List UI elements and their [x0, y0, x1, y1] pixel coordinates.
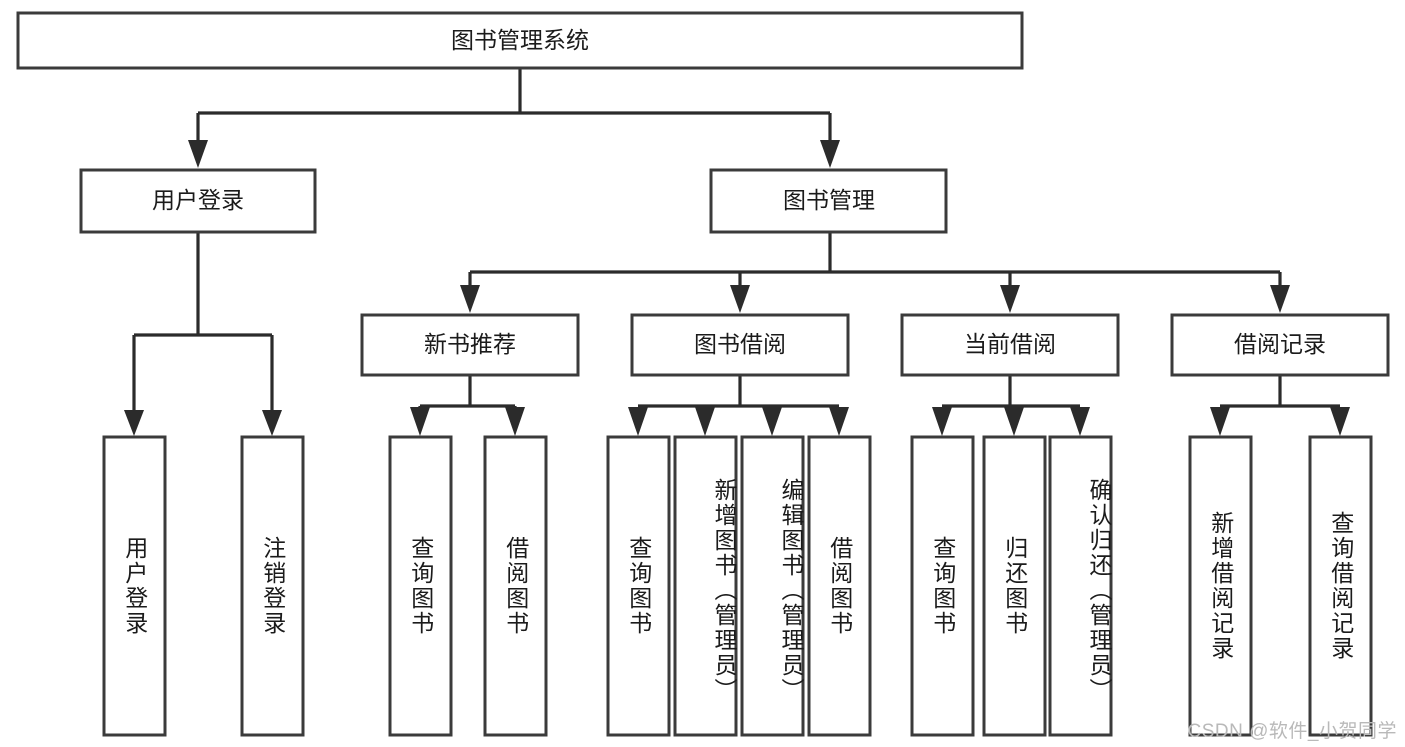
arrow-head-record-leaf-2 — [1330, 407, 1350, 436]
arrow-head-borrow-leaf-4 — [829, 407, 849, 436]
arrow-head-leaf-user-login — [124, 410, 144, 436]
arrow-head-new-book-rec — [460, 285, 480, 313]
leaf-box-query-book-borrow[interactable] — [606, 435, 671, 737]
connector-layer — [124, 68, 1350, 436]
watermark-text: CSDN @软件_小贺同学 — [1187, 721, 1397, 742]
node-user-login[interactable] — [79, 168, 317, 234]
leaf-box-confirm-return-admin[interactable] — [1048, 435, 1113, 737]
node-borrow-record-label: 借阅记录 — [1234, 331, 1326, 357]
node-root-system-label: 图书管理系统 — [451, 27, 589, 53]
node-layer: 图书管理系统 用户登录 图书管理 新书推荐 图书借阅 当前借阅 借阅记录 — [16, 11, 1390, 737]
arrow-head-current-leaf-1 — [932, 407, 952, 436]
arrow-head-leaf-logout — [262, 410, 282, 436]
leaf-box-logout[interactable] — [240, 435, 305, 737]
leaf-box-user-login[interactable] — [102, 435, 167, 737]
leaf-box-query-borrow-record[interactable] — [1308, 435, 1373, 737]
leaf-box-borrow-book[interactable] — [807, 435, 872, 737]
node-book-management[interactable] — [709, 168, 948, 234]
leaf-box-query-book-rec[interactable] — [388, 435, 453, 737]
arrow-head-borrow-leaf-3 — [762, 407, 782, 436]
leaf-box-edit-book-admin[interactable] — [740, 435, 805, 737]
arrow-head-user-login — [188, 140, 208, 168]
leaf-box-return-book[interactable] — [982, 435, 1047, 737]
node-current-borrow[interactable] — [900, 313, 1120, 377]
leaf-box-query-book-current[interactable] — [910, 435, 975, 737]
arrow-head-borrow-record — [1270, 285, 1290, 313]
arrow-head-book-borrow — [730, 285, 750, 313]
node-borrow-record[interactable] — [1170, 313, 1390, 377]
arrow-head-newbook-leaf-1 — [410, 407, 430, 436]
leaf-box-borrow-book-rec[interactable] — [483, 435, 548, 737]
node-current-borrow-label: 当前借阅 — [964, 331, 1056, 357]
arrow-head-record-leaf-1 — [1210, 407, 1230, 436]
arrow-head-current-leaf-2 — [1004, 407, 1024, 436]
node-book-borrow-label: 图书借阅 — [694, 331, 786, 357]
arrow-head-borrow-leaf-2 — [695, 407, 715, 436]
node-book-management-label: 图书管理 — [783, 187, 875, 213]
arrow-head-book-mgmt — [820, 140, 840, 168]
arrow-head-newbook-leaf-2 — [505, 407, 525, 436]
arrow-head-current-borrow — [1000, 285, 1020, 313]
node-user-login-label: 用户登录 — [152, 187, 244, 213]
node-book-borrow[interactable] — [630, 313, 850, 377]
node-new-book-recommend[interactable] — [360, 313, 580, 377]
arrow-head-current-leaf-3 — [1070, 407, 1090, 436]
node-new-book-recommend-label: 新书推荐 — [424, 331, 516, 357]
arrow-head-borrow-leaf-1 — [628, 407, 648, 436]
node-root-system[interactable] — [16, 11, 1024, 70]
leaf-box-add-borrow-record[interactable] — [1188, 435, 1253, 737]
leaf-box-add-book-admin[interactable] — [673, 435, 738, 737]
